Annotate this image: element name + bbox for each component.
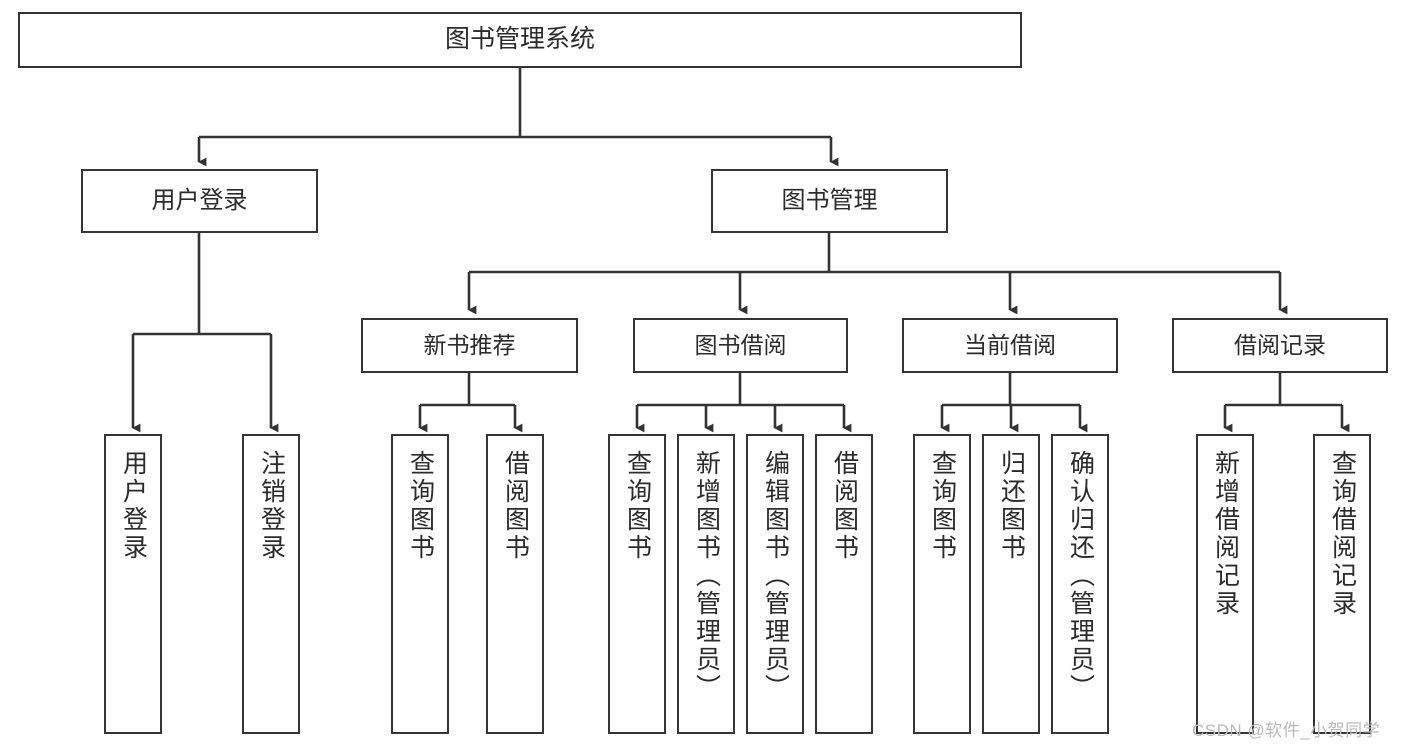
node-current-borrow-label: 当前借阅 [964, 331, 1056, 358]
leaf-current-borrow-confirm-return-label: 确认归还（管理员） [1066, 450, 1095, 702]
leaf-current-borrow-return[interactable]: 归还图书 [982, 434, 1040, 734]
leaf-new-book-query-label: 查询图书 [406, 450, 435, 562]
node-root-label: 图书管理系统 [444, 25, 595, 54]
node-new-book-recommend[interactable]: 新书推荐 [361, 318, 578, 373]
leaf-current-borrow-confirm-return[interactable]: 确认归还（管理员） [1051, 434, 1109, 734]
node-current-borrow[interactable]: 当前借阅 [902, 318, 1118, 373]
node-book-management[interactable]: 图书管理 [711, 169, 948, 233]
leaf-borrow-record-query-label: 查询借阅记录 [1328, 450, 1357, 618]
leaf-borrow-record-query[interactable]: 查询借阅记录 [1313, 434, 1371, 734]
leaf-book-borrow-borrow-label: 借阅图书 [830, 450, 859, 562]
watermark: CSDN @软件_小贺同学 [1192, 721, 1381, 740]
node-book-borrow[interactable]: 图书借阅 [633, 318, 848, 373]
leaf-user-login-login[interactable]: 用户登录 [104, 434, 162, 734]
leaf-book-borrow-add-label: 新增图书（管理员） [692, 450, 721, 702]
node-book-borrow-label: 图书借阅 [694, 331, 787, 358]
leaf-new-book-query[interactable]: 查询图书 [391, 434, 449, 734]
leaf-book-borrow-edit-label: 编辑图书（管理员） [761, 450, 790, 702]
leaf-new-book-borrow-label: 借阅图书 [501, 450, 530, 562]
leaf-current-borrow-query[interactable]: 查询图书 [913, 434, 971, 734]
leaf-new-book-borrow[interactable]: 借阅图书 [486, 434, 544, 734]
leaf-book-borrow-query-label: 查询图书 [623, 450, 652, 562]
leaf-user-login-logout[interactable]: 注销登录 [242, 434, 300, 734]
node-user-login-label: 用户登录 [151, 186, 248, 214]
leaf-book-borrow-borrow[interactable]: 借阅图书 [815, 434, 873, 734]
leaf-borrow-record-add-label: 新增借阅记录 [1211, 450, 1240, 618]
leaf-book-borrow-query[interactable]: 查询图书 [608, 434, 666, 734]
node-book-management-label: 图书管理 [781, 186, 878, 214]
leaf-current-borrow-query-label: 查询图书 [928, 450, 957, 562]
leaf-book-borrow-add[interactable]: 新增图书（管理员） [677, 434, 735, 734]
leaf-borrow-record-add[interactable]: 新增借阅记录 [1196, 434, 1254, 734]
leaf-current-borrow-return-label: 归还图书 [997, 450, 1026, 562]
node-root[interactable]: 图书管理系统 [18, 12, 1022, 68]
node-new-book-recommend-label: 新书推荐 [423, 331, 516, 358]
node-borrow-record[interactable]: 借阅记录 [1172, 318, 1388, 373]
leaf-user-login-login-label: 用户登录 [119, 450, 148, 562]
node-borrow-record-label: 借阅记录 [1234, 331, 1326, 358]
leaf-user-login-logout-label: 注销登录 [257, 450, 286, 562]
node-user-login[interactable]: 用户登录 [81, 169, 318, 233]
leaf-book-borrow-edit[interactable]: 编辑图书（管理员） [746, 434, 804, 734]
